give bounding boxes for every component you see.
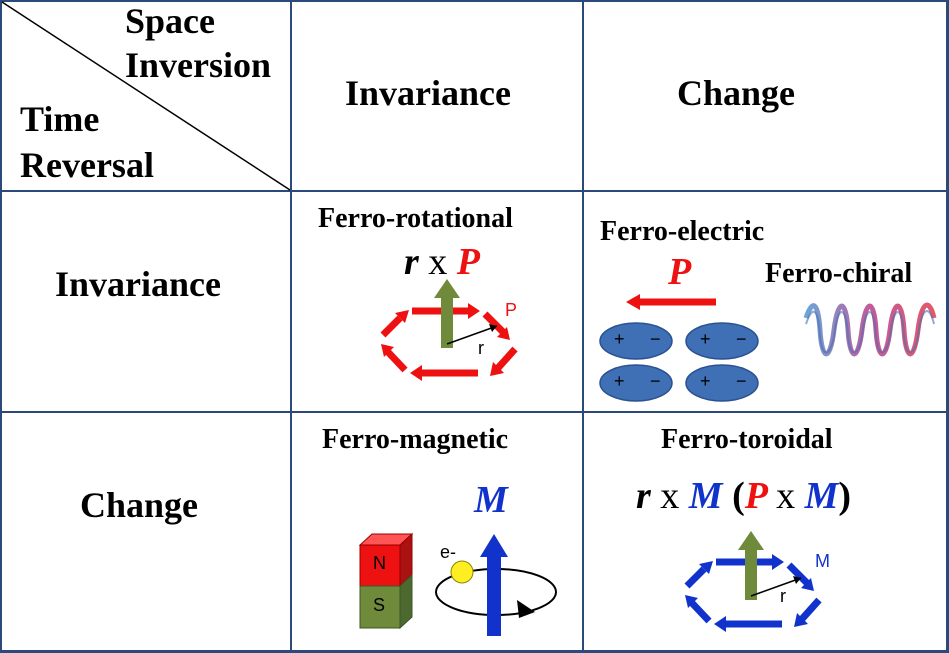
- header-space-line2: Inversion: [125, 45, 272, 85]
- electron-label: e-: [440, 542, 457, 562]
- tor-r: r: [636, 475, 651, 517]
- row-header-change: Change: [80, 485, 199, 525]
- magnet-n-label: N: [373, 553, 386, 573]
- table-border-bottom: [0, 650, 949, 653]
- column-header-invariance: Invariance: [345, 73, 511, 113]
- dipole-4-plus: +: [700, 371, 711, 391]
- ferro-toroidal-title: Ferro-toroidal: [661, 424, 833, 455]
- tor-m2: M: [804, 475, 839, 517]
- ferro-magnetic-m: M: [474, 479, 508, 521]
- ferro-rotational-r-label: r: [478, 338, 484, 358]
- dipole-4-minus: −: [736, 371, 747, 391]
- row-divider-1: [0, 190, 949, 192]
- table-border-left: [0, 0, 2, 653]
- ferro-rotational-title: Ferro-rotational: [318, 203, 513, 234]
- magnet-s-label: S: [373, 595, 386, 615]
- formula-r: r: [404, 241, 419, 283]
- table-border-right: [946, 0, 949, 653]
- column-divider-1: [290, 0, 292, 653]
- dipole-2-plus: +: [700, 329, 711, 349]
- ferro-electric-p: P: [668, 251, 692, 293]
- dipole-1-plus: +: [614, 329, 625, 349]
- ferro-chiral-title: Ferro-chiral: [765, 258, 913, 289]
- row-header-invariance: Invariance: [55, 264, 221, 304]
- formula-p: P: [456, 241, 481, 283]
- ferro-toroidal-m-label: M: [815, 551, 830, 571]
- ferro-electric-title: Ferro-electric: [600, 216, 765, 247]
- formula-x: x: [428, 241, 448, 283]
- tor-x2: x: [776, 475, 796, 517]
- tor-close: ): [838, 475, 852, 517]
- table-border-top: [0, 0, 949, 2]
- column-header-change: Change: [677, 73, 796, 113]
- header-time-line2: Reversal: [20, 145, 154, 185]
- dipole-3-minus: −: [650, 371, 661, 391]
- ferro-magnetic-title: Ferro-magnetic: [322, 424, 509, 455]
- tor-open: (: [732, 475, 745, 517]
- row-divider-2: [0, 411, 949, 413]
- header-space-line1: Space: [125, 1, 215, 41]
- ferro-rotational-p-label: P: [505, 300, 518, 320]
- tor-x1: x: [660, 475, 680, 517]
- dipole-2-minus: −: [736, 329, 747, 349]
- ferro-rotational-formula: r x P: [404, 240, 480, 284]
- dipole-1-minus: −: [650, 329, 661, 349]
- dipole-3-plus: +: [614, 371, 625, 391]
- column-divider-2: [582, 0, 584, 653]
- tor-m1: M: [688, 475, 723, 517]
- header-time-line1: Time: [20, 99, 100, 139]
- ferro-toroidal-formula: r x M (P x M): [636, 474, 851, 518]
- ferro-toroidal-r-label: r: [780, 586, 786, 606]
- tor-p: P: [744, 475, 767, 517]
